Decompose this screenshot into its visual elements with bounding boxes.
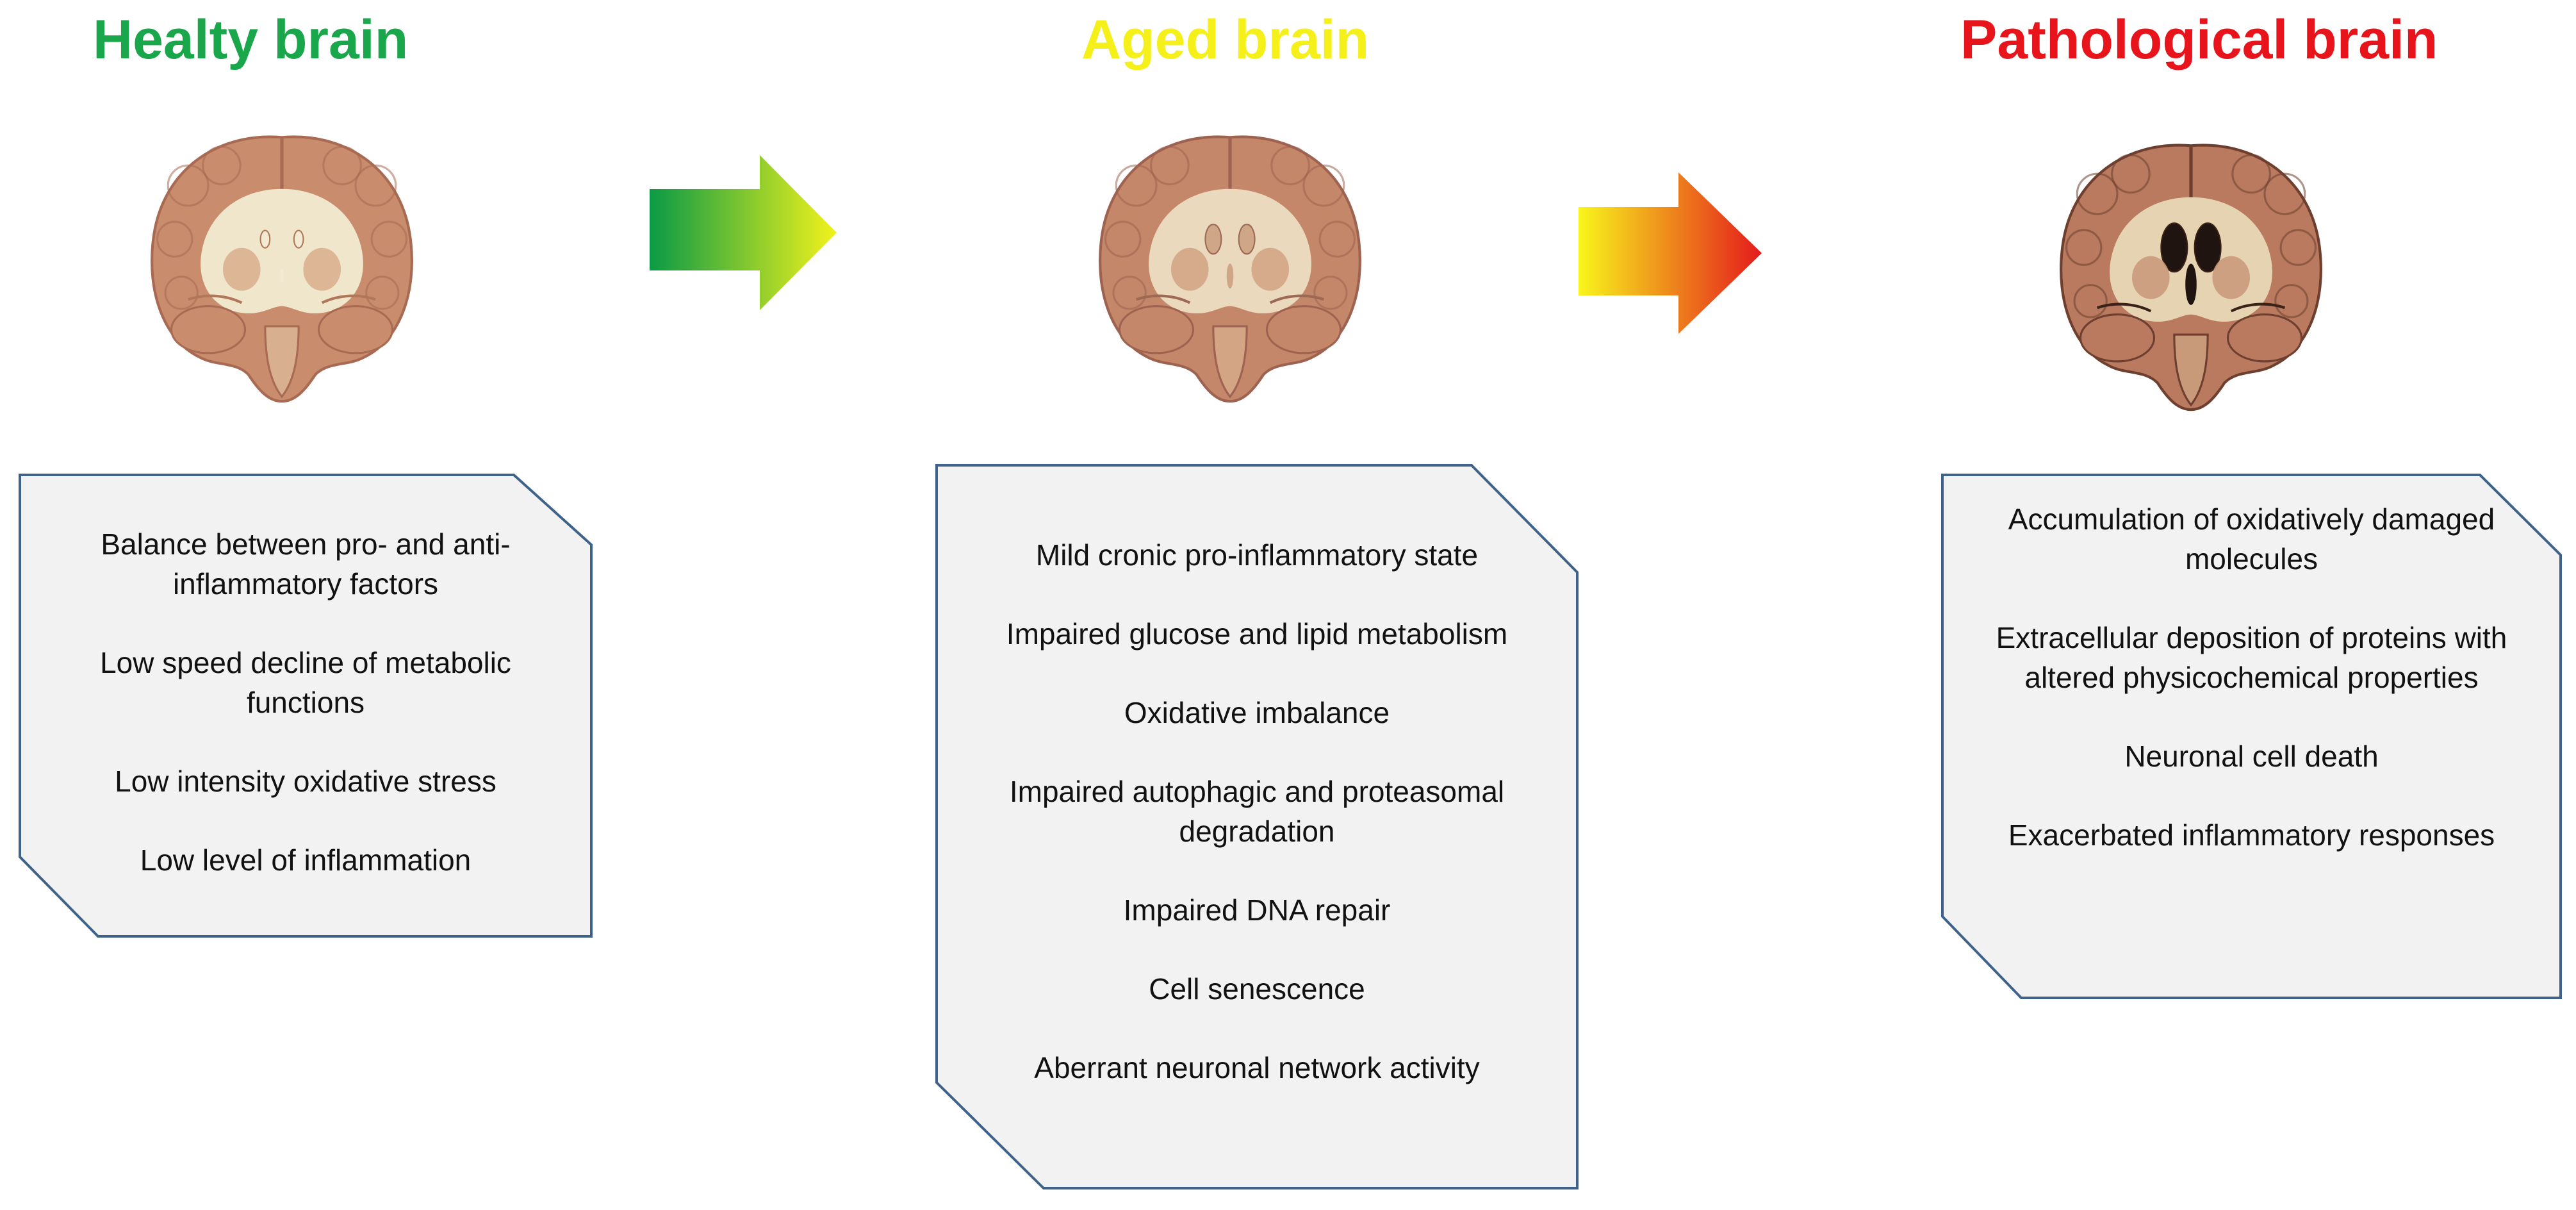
list-item: Extracellular deposition of proteins wit…: [1996, 621, 2507, 694]
healthy-brain-features-panel: Balance between pro- and anti-inflammato…: [18, 473, 593, 938]
list-item: Impaired glucose and lipid metabolism: [1006, 617, 1508, 651]
healthy-brain-title: Healty brain: [93, 9, 409, 70]
list-item: Low level of inflammation: [140, 843, 472, 877]
pathological-brain-title: Pathological brain: [1960, 9, 2438, 70]
list-item: Accumulation of oxidatively damaged mole…: [2008, 502, 2495, 576]
healthy-brain-icon: [151, 135, 413, 403]
aged-brain-features-panel: Mild cronic pro-inflammatory state Impai…: [935, 463, 1579, 1190]
list-item: Aberrant neuronal network activity: [1034, 1051, 1480, 1084]
aged-brain-feature-list: Mild cronic pro-inflammatory state Impai…: [935, 535, 1579, 1127]
list-item: Balance between pro- and anti-inflammato…: [101, 527, 511, 601]
list-item: Impaired autophagic and proteasomal degr…: [1009, 775, 1505, 848]
list-item: Impaired DNA repair: [1123, 893, 1391, 927]
aged-brain-icon: [1099, 135, 1361, 403]
list-item: Oxidative imbalance: [1124, 696, 1390, 729]
list-item: Low intensity oxidative stress: [115, 765, 496, 798]
pathological-brain-icon: [2060, 144, 2322, 411]
pathological-brain-features-panel: Accumulation of oxidatively damaged mole…: [1940, 473, 2563, 1000]
pathological-brain-feature-list: Accumulation of oxidatively damaged mole…: [1940, 499, 2563, 894]
healthy-brain-feature-list: Balance between pro- and anti-inflammato…: [18, 524, 593, 919]
aged-brain-title: Aged brain: [1081, 9, 1370, 70]
healthy-to-aged-arrow-icon: [650, 155, 837, 310]
aged-to-pathological-arrow-icon: [1579, 172, 1762, 334]
list-item: Low speed decline of metabolic functions: [100, 646, 511, 719]
list-item: Exacerbated inflammatory responses: [2008, 818, 2495, 852]
list-item: Neuronal cell death: [2124, 740, 2379, 773]
list-item: Cell senescence: [1149, 972, 1365, 1006]
list-item: Mild cronic pro-inflammatory state: [1035, 538, 1479, 572]
